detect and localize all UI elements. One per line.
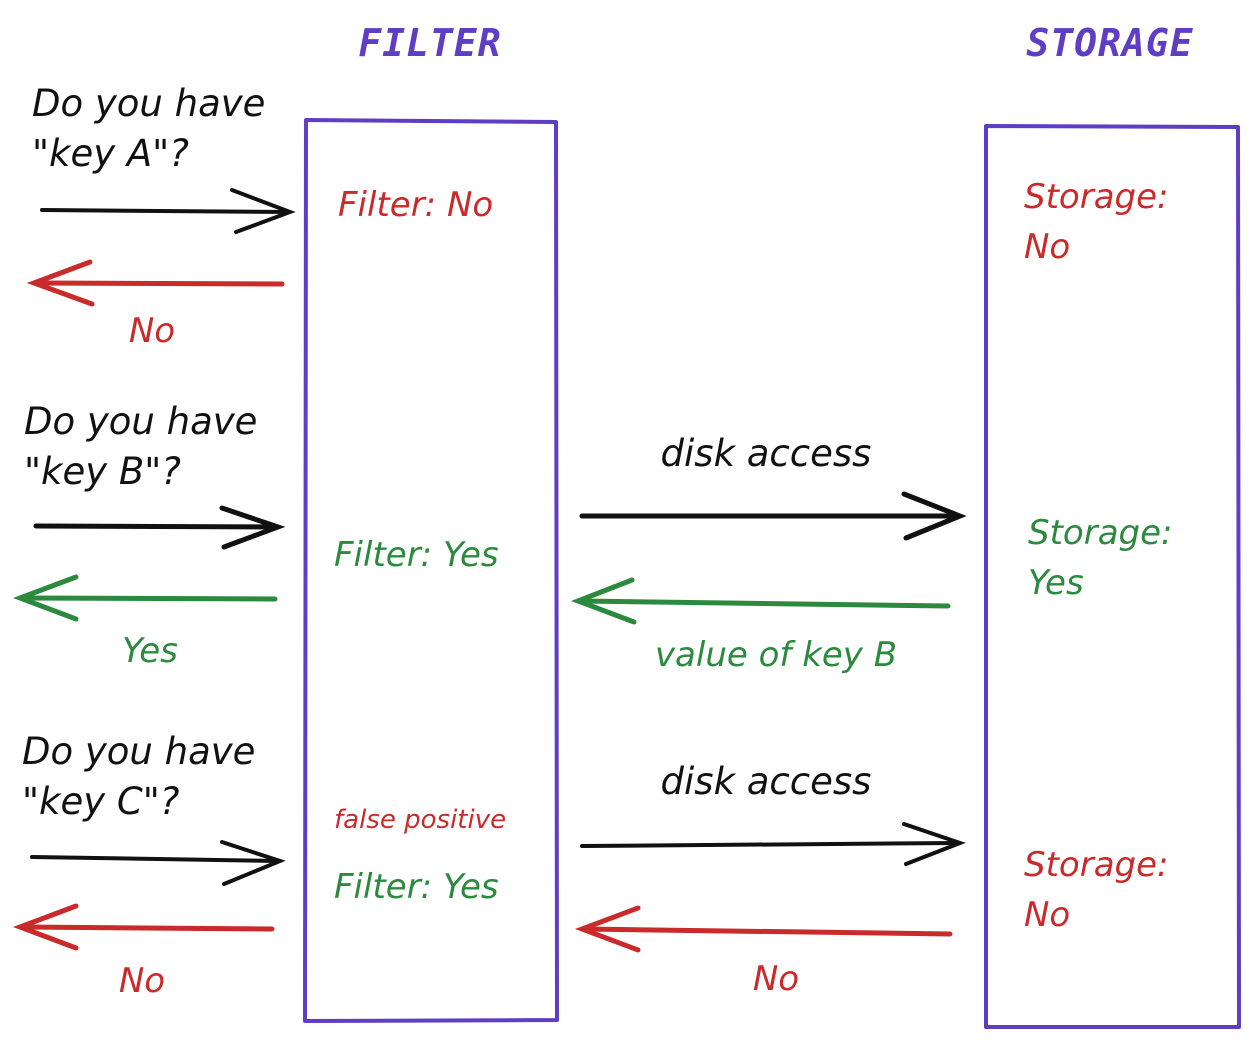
disk-access-label-b: disk access — [661, 432, 872, 475]
question-c-line2: "key C"? — [22, 780, 179, 823]
request-arrow-b — [33, 505, 286, 550]
response-arrow-b — [12, 574, 278, 622]
question-b-line1: Do you have — [24, 400, 257, 443]
question-a-line2: "key A"? — [32, 132, 189, 175]
filter-result-a: Filter: No — [338, 185, 493, 225]
response-label-c: No — [119, 961, 165, 1001]
request-arrow-a — [40, 188, 296, 234]
disk-access-label-c: disk access — [661, 760, 872, 803]
request-arrow-c — [30, 840, 286, 886]
filter-heading: FILTER — [358, 21, 501, 65]
storage-response-arrow-b — [570, 577, 951, 625]
filter-note-c: false positive — [334, 805, 506, 835]
question-b-line2: "key B"? — [24, 450, 181, 493]
response-arrow-a — [26, 259, 285, 307]
response-label-b: Yes — [122, 631, 178, 671]
response-arrow-c — [12, 903, 275, 951]
storage-result-c-line2: No — [1024, 895, 1070, 935]
storage-result-c-line1: Storage: — [1024, 845, 1168, 885]
storage-result-a-line2: No — [1024, 227, 1070, 267]
question-c-line1: Do you have — [22, 730, 255, 773]
storage-heading: STORAGE — [1026, 21, 1193, 65]
response-label-a: No — [129, 311, 175, 351]
storage-box — [984, 124, 1241, 1029]
storage-return-label-c: No — [753, 959, 799, 999]
filter-box — [303, 118, 559, 1023]
filter-result-b: Filter: Yes — [334, 535, 499, 575]
storage-result-b-line2: Yes — [1028, 563, 1084, 603]
storage-response-arrow-c — [574, 905, 953, 953]
disk-access-arrow-c — [580, 822, 966, 866]
filter-result-c: Filter: Yes — [334, 867, 499, 907]
storage-result-b-line1: Storage: — [1028, 513, 1172, 553]
storage-return-label-b: value of key B — [655, 635, 897, 675]
storage-result-a-line1: Storage: — [1024, 177, 1168, 217]
disk-access-arrow-b — [579, 491, 967, 541]
question-a-line1: Do you have — [32, 82, 265, 125]
